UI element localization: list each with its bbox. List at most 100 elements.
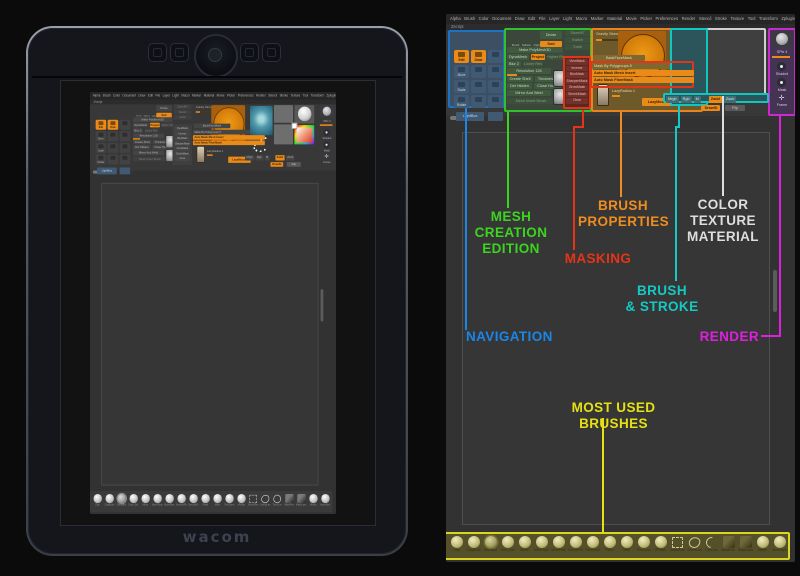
texture-slot[interactable] [274,105,294,123]
menu-item[interactable]: Transform [310,93,324,98]
bpr-render-button[interactable] [319,105,334,118]
spix-slider[interactable]: SPix 4 [323,119,331,123]
mask-button[interactable]: GrowMask [174,146,191,151]
brush-slot[interactable]: Move [139,492,151,510]
project-button[interactable]: Project [531,54,545,60]
brush-slot[interactable]: ClayBuild [103,492,115,510]
morph-target-button[interactable]: Switch [565,37,590,43]
menu-item[interactable]: File [155,93,161,98]
document-canvas[interactable] [462,132,770,525]
paint-mode-button[interactable]: Rgb [255,155,264,161]
menu-item[interactable]: Alpha [92,93,101,98]
menu-item[interactable]: Edit [528,16,536,21]
menu-item[interactable]: Alpha [450,16,461,21]
flip-button[interactable]: Flip [286,162,301,167]
morph-target-button[interactable]: Subtl [173,115,192,120]
mask-button[interactable]: SharpenMask [174,141,191,146]
smt-toggle[interactable]: Smt [156,112,172,118]
backfacemask-button[interactable]: BackFaceMask [193,123,231,129]
lazymouse-button[interactable]: LazyMouse [228,156,251,163]
higher-res-button[interactable]: Higher Res [547,54,564,60]
menu-item[interactable]: Marker [192,93,202,98]
tool-thumbnail[interactable]: Pencil [510,33,521,47]
brush-slot[interactable]: Morph [754,534,771,558]
menu-item[interactable]: Material [203,93,215,98]
divide-button[interactable]: Divide [540,31,562,39]
paint-mode-button[interactable]: M [264,155,270,161]
menu-item[interactable]: Color [113,93,121,98]
brush-slot[interactable]: SelectLas [259,492,271,510]
spix-slider[interactable]: SPix 4 [776,50,788,54]
menu-item[interactable]: Document [492,16,512,21]
zsub-button[interactable]: Zsub [723,96,737,103]
menu-item[interactable]: Brush [464,16,476,21]
brush-slot[interactable]: InsertSph [771,534,788,558]
blur-slider[interactable]: Blur 2 [507,61,521,67]
nav-button[interactable] [119,119,131,130]
menu-item[interactable]: Stroke [714,16,727,21]
gravity-strength-slider[interactable]: Gravity Strength 0 [596,32,627,36]
nav-button[interactable] [471,95,486,108]
divide-button[interactable]: Divide [156,105,172,112]
nav-button[interactable]: Scale [454,80,469,93]
brush-slot[interactable]: Move [516,534,533,558]
brush-slot[interactable]: MaskLass [737,534,754,558]
paint-mode-button[interactable]: Mrgb [666,96,679,103]
brush-slot[interactable]: SelectRec [247,492,259,510]
mask-button[interactable]: BlurMask [174,136,191,141]
mirror-and-weld-button[interactable]: Mirror And Weld [133,150,165,156]
zadd-button[interactable]: Zadd [708,96,722,103]
brush-slot[interactable]: MaskPen [720,534,737,558]
menu-item-zscript[interactable]: Zscript [90,99,337,105]
project-button[interactable]: Project [149,122,160,128]
menu-item[interactable]: Stencil [268,93,278,98]
tablet-express-key-3[interactable] [240,43,259,62]
menu-item[interactable]: Stroke [279,93,289,98]
mask-button[interactable]: Clear [566,98,588,104]
menu-item[interactable]: Document [122,93,137,98]
shelf-divider-handle[interactable] [92,170,102,174]
menu-item[interactable]: Color [478,16,489,21]
brush-slot[interactable]: Clay [448,534,465,558]
menu-item[interactable]: Transform [758,16,778,21]
brush-slot[interactable]: Standard [115,492,127,510]
color-picker[interactable] [294,125,315,145]
brush-slot[interactable]: InsertSph [319,492,331,510]
panel-scrollbar[interactable] [773,270,777,312]
thickness-slider[interactable]: Thickness 8 [152,139,172,145]
nav-extra-button[interactable] [119,167,131,175]
alpha-thumbnail[interactable] [597,84,609,106]
mask-by-polygroups-slider[interactable]: Mask By Polygroups 8 [192,129,265,135]
brush-slot[interactable]: TrimDyna [635,534,652,558]
mask-view-button[interactable] [777,78,786,87]
brush-slot[interactable]: Inflat [211,492,223,510]
nav-button[interactable] [488,65,503,78]
brush-slot[interactable]: SmoothPk [567,534,584,558]
gravity-strength-slider[interactable]: Gravity Strength 0 [195,105,218,109]
auto-mask-button[interactable]: Auto Mask FiberMask [192,140,265,146]
nav-extra-button[interactable] [488,112,503,121]
nav-button[interactable] [488,95,503,108]
menu-item[interactable]: Brush [102,93,111,98]
lightbox-button[interactable]: LightBox [456,112,484,121]
draw-size-slider[interactable]: DrawSi [702,105,720,111]
brush-slot[interactable]: SelectRec [669,534,686,558]
nav-button[interactable] [119,154,131,165]
menu-item[interactable]: Draw [138,93,146,98]
menu-item[interactable]: Tool [302,93,309,98]
menu-item[interactable]: Movie [216,93,225,98]
nav-button[interactable]: Move [454,65,469,78]
menu-item-zscript[interactable]: Zscript [446,24,795,30]
menu-item[interactable]: Layer [549,16,560,21]
menu-item[interactable]: Edit [147,93,153,98]
mask-button[interactable]: Inverse [566,65,588,71]
mask-button[interactable]: Clear [174,156,191,161]
menu-item[interactable]: Texture [730,16,745,21]
shaded-mode-button[interactable] [323,128,330,136]
nav-button[interactable]: Scale [95,142,107,153]
menu-item[interactable]: Preferences [237,93,254,98]
document-canvas[interactable] [101,182,319,486]
mask-button[interactable]: ViewMask [566,59,588,65]
menu-item[interactable]: Texture [290,93,301,98]
dynamesh-button[interactable]: DynaMesh [133,122,149,128]
